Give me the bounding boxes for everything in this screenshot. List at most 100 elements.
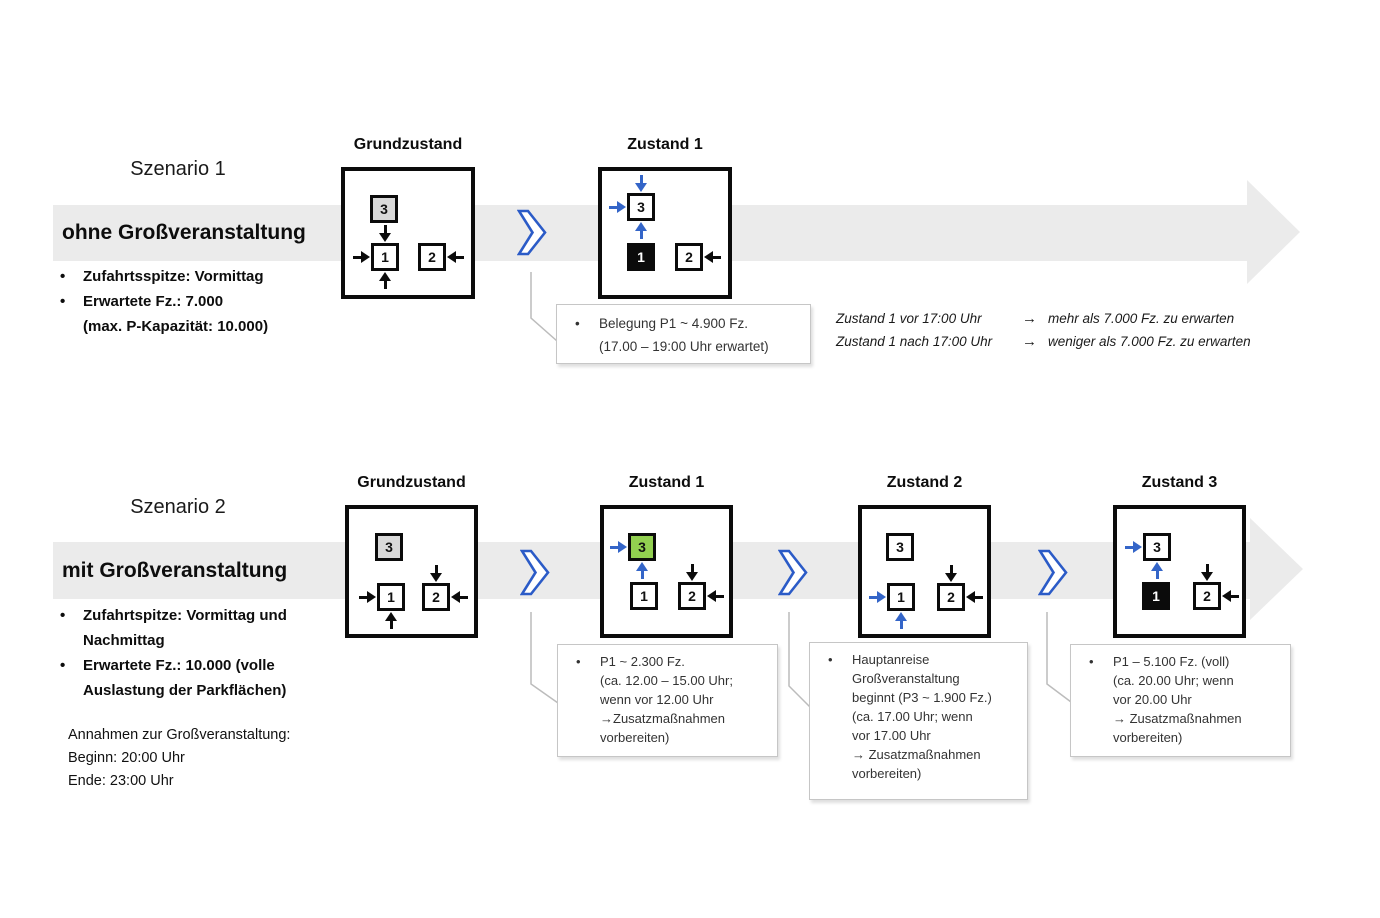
callout-text: →Zusatzmaßnahmen — [600, 711, 725, 726]
flow-arrow-black-icon — [451, 591, 468, 603]
note-condition: Zustand 1 vor 17:00 Uhr — [836, 311, 982, 326]
flow-arrow-black-icon — [966, 591, 983, 603]
callout-line: vorbereiten) — [810, 764, 1021, 783]
bullet-marker: • — [828, 652, 833, 667]
flow-arrow-black-icon — [385, 612, 397, 629]
bullet-text: Zufahrtsspitze: Vormittag — [83, 268, 264, 285]
scenario2-title: Szenario 2 — [130, 496, 226, 518]
bullet-marker: • — [576, 654, 581, 669]
callout-text: Hauptanreise — [852, 652, 930, 667]
parking-area-1: 1 — [630, 582, 658, 610]
callout-line: → Zusatzmaßnahmen — [1071, 709, 1284, 728]
bullet-text: (max. P-Kapazität: 10.000) — [83, 318, 269, 335]
parking-area-1: 1 — [887, 583, 915, 611]
callout-line: Großveranstaltung — [810, 669, 1021, 688]
chevron-right-icon — [1038, 549, 1068, 596]
flow-arrow-blue-icon — [1125, 541, 1142, 553]
callout-line: • P1 ~ 2.300 Fz. — [558, 652, 771, 671]
flow-arrow-black-icon — [704, 251, 721, 263]
parking-area-2: 2 — [422, 583, 450, 611]
callout-line: (ca. 17.00 Uhr; wenn — [810, 707, 1021, 726]
parking-area-2: 2 — [675, 243, 703, 271]
callout-text: vor 20.00 Uhr — [1113, 692, 1192, 707]
callout-text: (17.00 – 19:00 Uhr erwartet) — [599, 339, 769, 354]
callout-text: → Zusatzmaßnahmen — [852, 747, 981, 762]
callout-text: Belegung P1 ~ 4.900 Fz. — [599, 316, 748, 331]
state-title-zustand1-s1: Zustand 1 — [627, 136, 703, 153]
flow-arrow-black-icon — [353, 251, 370, 263]
callout-line: vorbereiten) — [1071, 728, 1284, 747]
callout-text: vorbereiten) — [600, 730, 670, 745]
decision-note: Zustand 1 vor 17:00 Uhr → mehr als 7.000… — [836, 307, 1251, 330]
parking-area-3: 3 — [1143, 533, 1171, 561]
arrow-right-icon: → — [1022, 333, 1037, 350]
bullet-marker: • — [1089, 654, 1094, 669]
chevron-right-icon — [520, 549, 550, 596]
parking-area-1: 1 — [627, 243, 655, 271]
parking-area-3: 3 — [886, 533, 914, 561]
arrow-right-icon: → — [1022, 310, 1037, 327]
flow-arrow-blue-icon — [635, 175, 647, 192]
callout-line: •P1 – 5.100 Fz. (voll) — [1071, 652, 1284, 671]
note-result: weniger als 7.000 Fz. zu erwarten — [1048, 334, 1251, 349]
callout-line: →Zusatzmaßnahmen — [558, 709, 771, 728]
flow-arrow-blue-icon — [1151, 562, 1163, 579]
callout-line: wenn vor 12.00 Uhr — [558, 690, 771, 709]
state-title-zustand3-s2: Zustand 3 — [1141, 474, 1218, 491]
callout-text: vor 17.00 Uhr — [852, 728, 931, 743]
chevron-right-icon — [778, 549, 808, 596]
callout-line: (ca. 12.00 – 15.00 Uhr; — [558, 671, 771, 690]
scenario1-subtitle: ohne Großveranstaltung — [62, 221, 306, 244]
flow-arrow-black-icon — [1222, 590, 1239, 602]
callout-text: → Zusatzmaßnahmen — [1113, 711, 1242, 726]
bullet-line: Auslastung der Parkflächen) — [53, 678, 373, 703]
flow-arrow-blue-icon — [610, 541, 627, 553]
callout-text: wenn vor 12.00 Uhr — [600, 692, 714, 707]
callout-line: vorbereiten) — [558, 728, 771, 747]
assumption-line: Beginn: 20:00 Uhr — [68, 750, 185, 766]
state-title-grundzustand: Grundzustand — [353, 136, 463, 153]
callout-line: • Hauptanreise — [810, 650, 1021, 669]
flow-band-arrowhead-icon — [1250, 518, 1303, 620]
bullet-text: Erwartete Fz.: 7.000 — [83, 293, 224, 310]
callout-text: (ca. 17.00 Uhr; wenn — [852, 709, 973, 724]
state-title-grundzustand-s2: Grundzustand — [357, 474, 466, 491]
callout-line: •Belegung P1 ~ 4.900 Fz. — [557, 312, 804, 335]
flow-arrow-black-icon — [707, 590, 724, 602]
flow-band-arrowhead-icon — [1247, 180, 1300, 284]
decision-note: Zustand 1 nach 17:00 Uhr → weniger als 7… — [836, 330, 1251, 353]
bullet-marker: • — [60, 657, 66, 674]
bullet-marker — [53, 628, 83, 653]
bullet-marker: • — [60, 607, 66, 624]
decision-notes-s1: Zustand 1 vor 17:00 Uhr → mehr als 7.000… — [836, 307, 1251, 353]
callout-line: (17.00 – 19:00 Uhr erwartet) — [557, 335, 804, 358]
flow-arrow-blue-icon — [635, 222, 647, 239]
parking-area-1: 1 — [1142, 582, 1170, 610]
parking-area-1: 1 — [377, 583, 405, 611]
flow-arrow-blue-icon — [869, 591, 886, 603]
bullet-line: • Erwartete Fz.: 7.000 — [53, 289, 363, 314]
flow-arrow-blue-icon — [636, 562, 648, 579]
note-result: mehr als 7.000 Fz. zu erwarten — [1048, 311, 1235, 326]
bullet-text: Zufahrtspitze: Vormittag und — [83, 607, 287, 624]
callout-text: P1 ~ 2.300 Fz. — [600, 654, 685, 669]
bullet-text: Nachmittag — [83, 632, 165, 649]
bullet-line: •Erwartete Fz.: 10.000 (volle — [53, 653, 373, 678]
flow-arrow-black-icon — [447, 251, 464, 263]
callout-text: vorbereiten) — [852, 766, 922, 781]
parking-area-2: 2 — [937, 583, 965, 611]
callout-text: (ca. 12.00 – 15.00 Uhr; — [600, 673, 733, 688]
parking-area-3: 3 — [375, 533, 403, 561]
bullet-marker: • — [60, 293, 66, 310]
flow-arrow-black-icon — [359, 591, 376, 603]
parking-area-1: 1 — [371, 243, 399, 271]
bullet-line: • Zufahrtspitze: Vormittag und — [53, 603, 373, 628]
flow-arrow-blue-icon — [895, 612, 907, 629]
bullet-marker: • — [60, 268, 66, 285]
